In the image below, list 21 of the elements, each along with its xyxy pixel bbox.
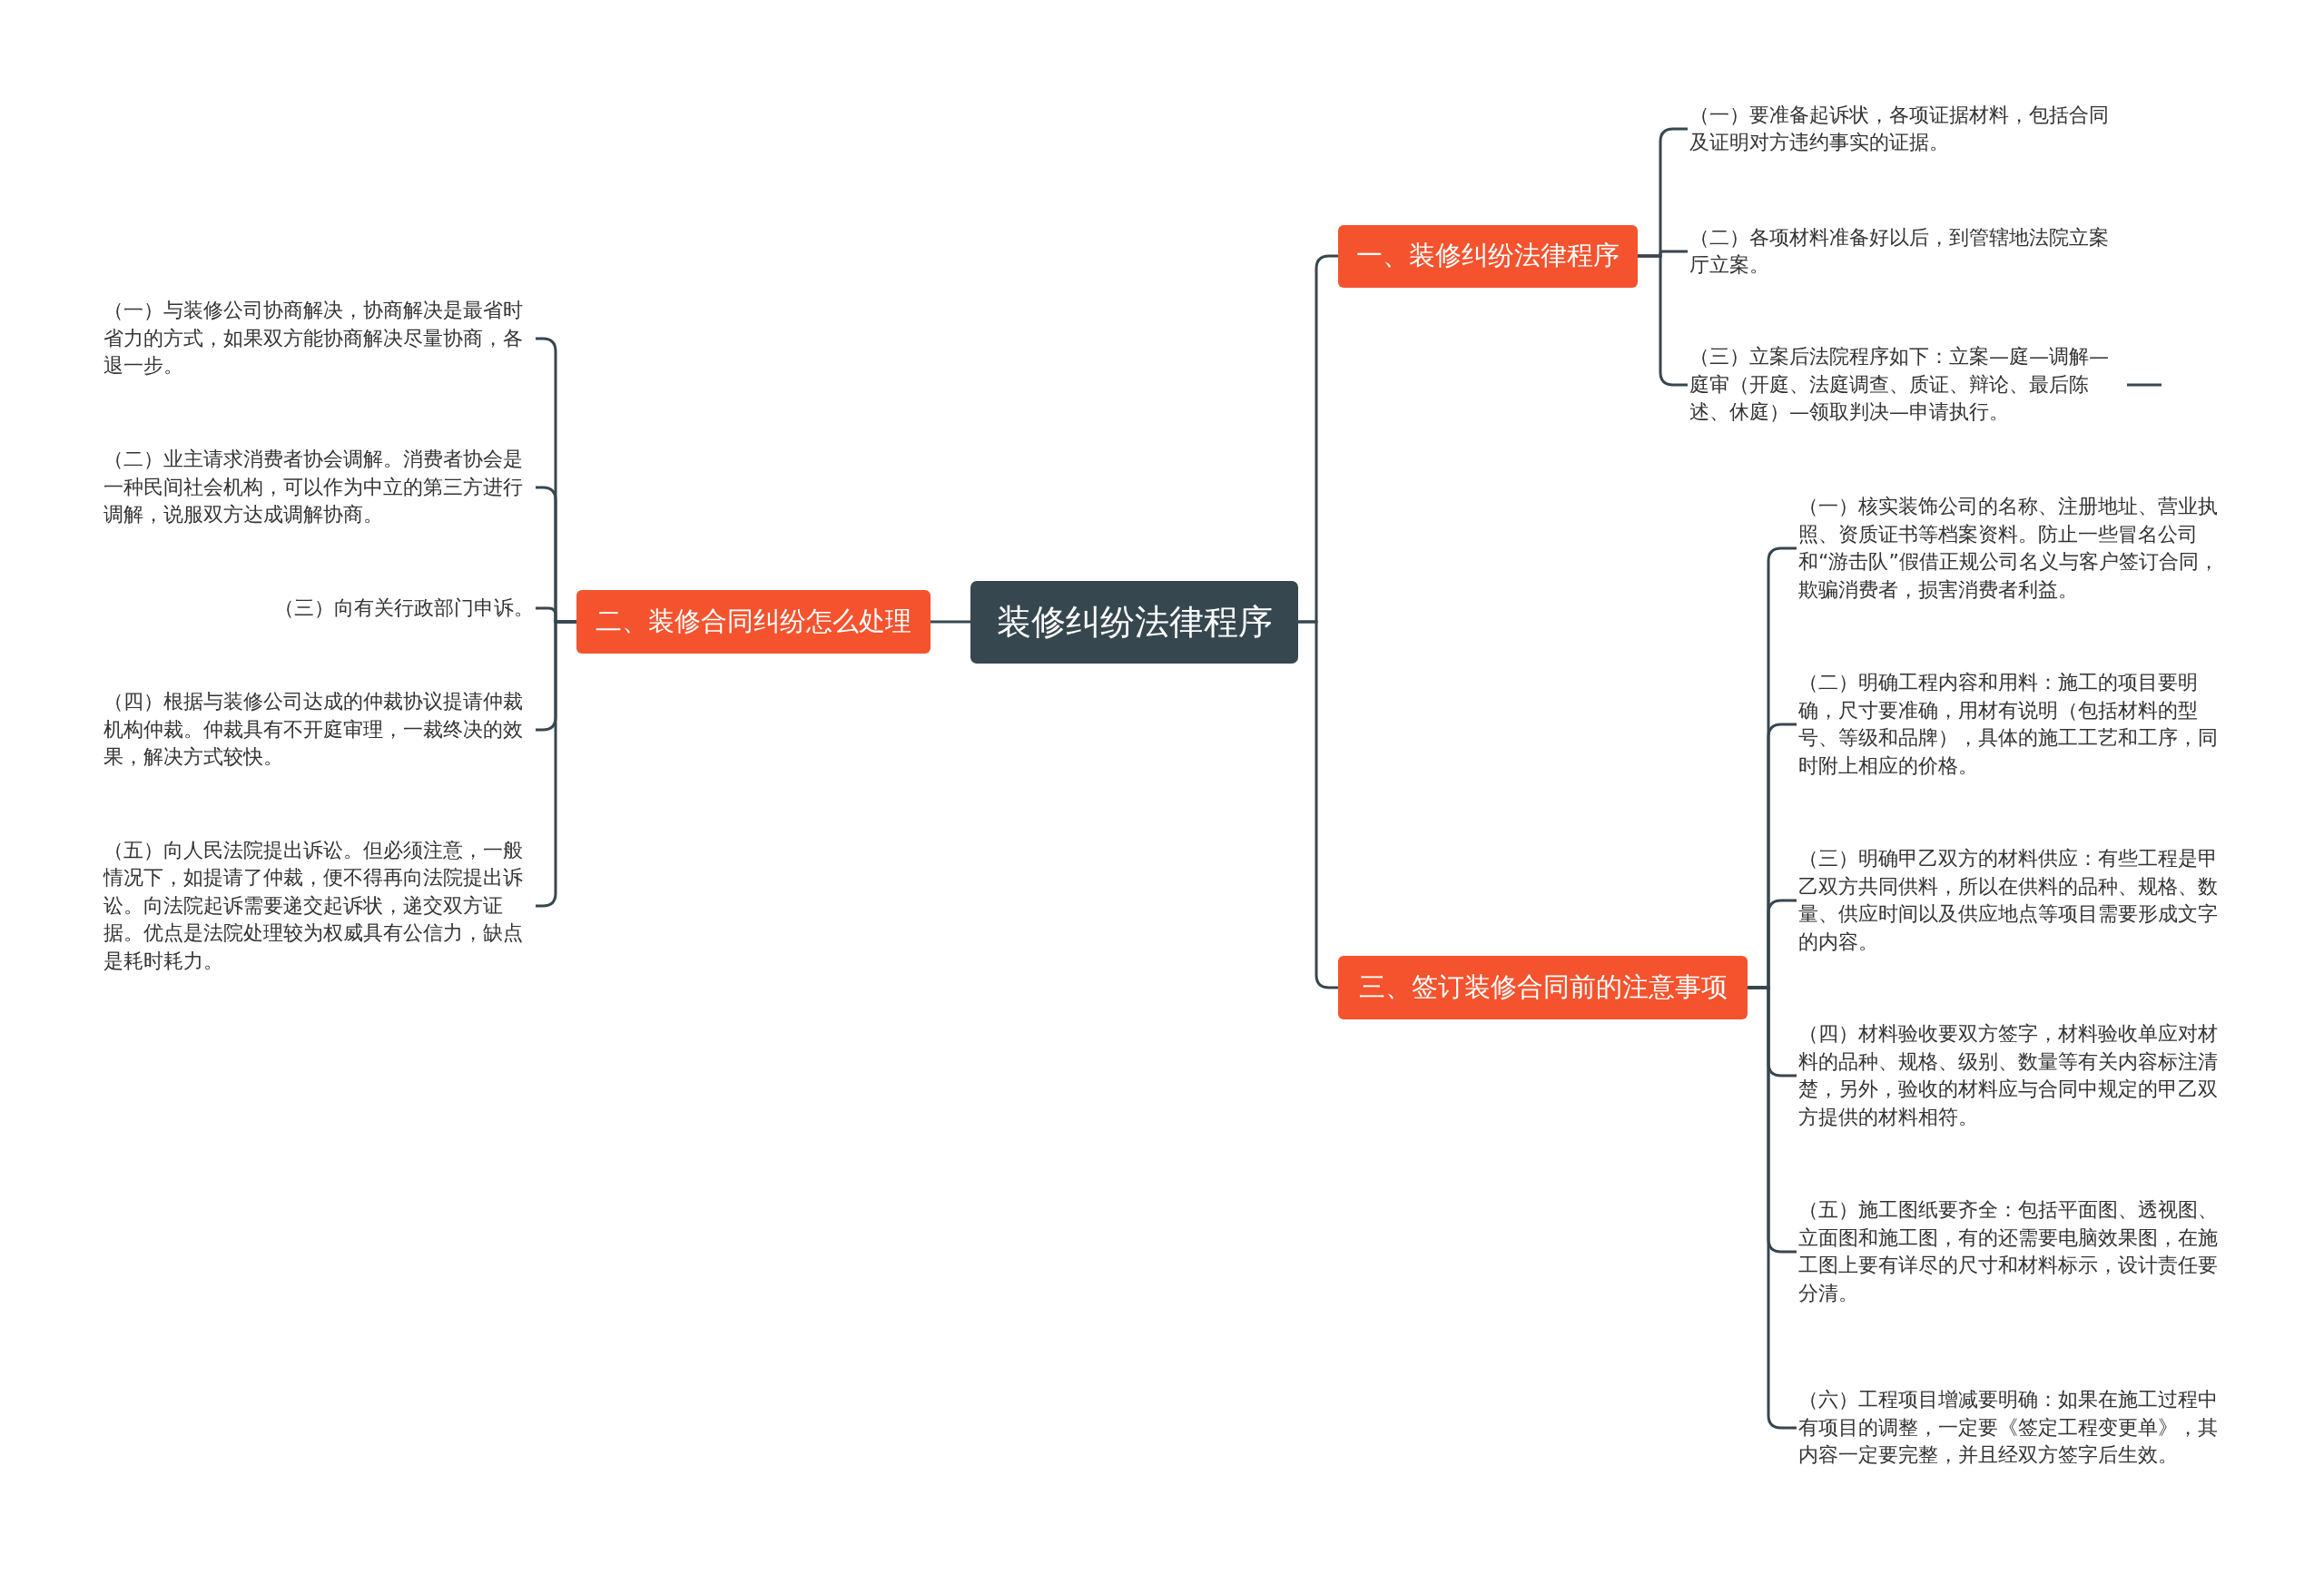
subtopic-text: （五）施工图纸要齐全：包括平面图、透视图、立面图和施工图，有的还需要电脑效果图，在施工图上要有详尽的尺寸和材料标示，设计责任要分清。 [1797, 1196, 2227, 1307]
topic-box: 二、装修合同纠纷怎么处理 [576, 590, 931, 654]
subtopic-text: （一）与装修公司协商解决，协商解决是最省时省力的方式，如果双方能协商解决尽量协商，各退一步。 [102, 297, 536, 380]
subtopic-text: （三）明确甲乙双方的材料供应：有些工程是甲乙双方共同供料，所以在供料的品种、规格、数量、供应时间以及供应地点等项目需要形成文字的内容。 [1797, 845, 2227, 956]
subtopic-text: （三）立案后法院程序如下：立案—庭—调解—庭审（开庭、法庭调查、质证、辩论、最后陈述、休庭）—领取判决—申请执行。 [1688, 343, 2118, 427]
subtopic-text: （一）要准备起诉状，各项证据材料，包括合同及证明对方违约事实的证据。 [1688, 101, 2118, 157]
subtopic-text: （二）各项材料准备好以后，到管辖地法院立案厅立案。 [1688, 223, 2118, 280]
subtopic-text: （三）向有关行政部门申诉。 [272, 594, 536, 622]
stub-line [2127, 383, 2162, 387]
subtopic-text: （五）向人民法院提出诉讼。但必须注意，一般情况下，如提请了仲裁，便不得再向法院提出诉讼。向法院起诉需要递交起诉状，递交双方证据。优点是法院处理较为权威具有公信力，缺点是耗时耗力。 [102, 836, 536, 975]
subtopic-text: （二）业主请求消费者协会调解。消费者协会是一种民间社会机构，可以作为中立的第三方进行调解，说服双方达成调解协商。 [102, 446, 536, 529]
central-topic-box: 装修纠纷法律程序 [970, 580, 1298, 664]
subtopic-text: （四）材料验收要双方签字，材料验收单应对材料的品种、规格、级别、数量等有关内容标注清楚，另外，验收的材料应与合同中规定的甲乙双方提供的材料相符。 [1797, 1020, 2227, 1131]
connector-line [931, 620, 970, 624]
subtopic-text: （六）工程项目增减要明确：如果在施工过程中有项目的调整，一定要《签定工程变更单》，其内容一定要完整，并且经双方签字后生效。 [1797, 1386, 2227, 1470]
connector-line [1298, 620, 1338, 989]
subtopic-text: （四）根据与装修公司达成的仲裁协议提请仲裁机构仲裁。仲裁具有不开庭审理，一裁终决的效果，解决方式较快。 [102, 688, 536, 772]
subtopic-text: （二）明确工程内容和用料：施工的项目要明确，尺寸要准确，用材有说明（包括材料的型号、等级和品牌），具体的施工工艺和工序，同时附上相应的价格。 [1797, 669, 2227, 780]
topic-box: 一、装修纠纷法律程序 [1338, 224, 1638, 288]
subtopic-text: （一）核实装饰公司的名称、注册地址、营业执照、资质证书等档案资料。防止一些冒名公司和“游击队”假借正规公司名义与客户签订合同，欺骗消费者，损害消费者利益。 [1797, 493, 2227, 604]
topic-box: 三、签订装修合同前的注意事项 [1338, 956, 1748, 1019]
